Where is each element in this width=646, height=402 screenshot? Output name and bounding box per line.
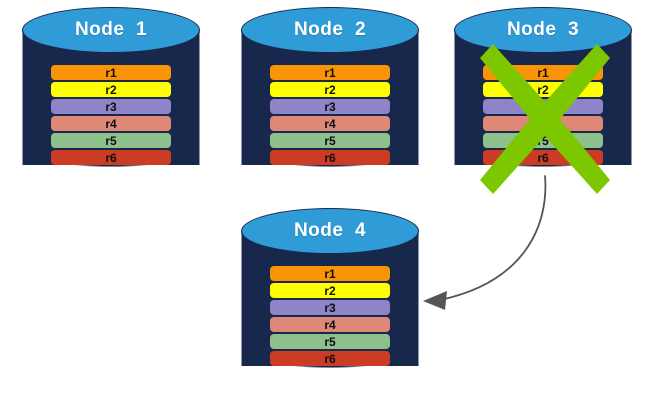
record-row[interactable]: r4 [51,116,171,131]
node-label: Node 3 [506,19,580,40]
node-1[interactable]: Node 1 r1 r2 r3 r4 r5 r6 [22,7,200,187]
record-row[interactable]: r4 [270,116,390,131]
record-label: r3 [324,300,336,315]
record-label: r1 [324,266,336,281]
record-row[interactable]: r5 [270,133,390,148]
record-row[interactable]: r2 [483,82,603,97]
record-row[interactable]: r6 [270,351,390,366]
node-label: Node 1 [74,19,148,40]
record-row[interactable]: r5 [51,133,171,148]
record-row[interactable]: r3 [270,99,390,114]
record-label: r5 [105,133,117,148]
record-label: r2 [324,82,336,97]
record-label: r2 [324,283,336,298]
record-label: r6 [324,150,336,165]
record-label: r2 [537,82,549,97]
record-label: r6 [537,150,549,165]
record-label: r4 [324,317,336,332]
migration-arrow-line [439,175,547,301]
record-label: r1 [324,65,336,80]
record-label: r6 [105,150,117,165]
record-row[interactable]: r1 [270,65,390,80]
record-row[interactable]: r2 [270,283,390,298]
record-label: r5 [324,334,336,349]
record-row[interactable]: r3 [51,99,171,114]
record-row[interactable]: r2 [51,82,171,97]
migration-arrow-icon [423,175,547,310]
record-list: r1 r2 r3 r4 r5 r6 [270,266,390,368]
node-4[interactable]: Node 4 r1 r2 r3 r4 r5 r6 [241,208,419,388]
record-label: r4 [537,116,549,131]
record-row[interactable]: r5 [483,133,603,148]
cylinder-top [241,7,419,53]
record-list: r1 r2 r3 r4 r5 r6 [483,65,603,167]
record-label: r3 [105,99,117,114]
record-row[interactable]: r3 [270,300,390,315]
record-list: r1 r2 r3 r4 r5 r6 [270,65,390,167]
record-label: r3 [324,99,336,114]
record-row[interactable]: r6 [270,150,390,165]
record-row[interactable]: r1 [270,266,390,281]
node-label: Node 4 [293,220,367,241]
record-label: r5 [537,133,549,148]
record-row[interactable]: r4 [483,116,603,131]
record-label: r1 [537,65,549,80]
record-row[interactable]: r5 [270,334,390,349]
record-row[interactable]: r1 [51,65,171,80]
record-row[interactable]: r3 [483,99,603,114]
record-label: r4 [105,116,117,131]
node-label: Node 2 [293,19,367,40]
record-label: r1 [105,65,117,80]
cylinder-top [22,7,200,53]
record-list: r1 r2 r3 r4 r5 r6 [51,65,171,167]
record-row[interactable]: r1 [483,65,603,80]
record-label: r3 [537,99,549,114]
record-row[interactable]: r2 [270,82,390,97]
record-label: r5 [324,133,336,148]
record-label: r4 [324,116,336,131]
record-row[interactable]: r4 [270,317,390,332]
cylinder-top [241,208,419,254]
record-row[interactable]: r6 [483,150,603,165]
node-3[interactable]: Node 3 r1 r2 r3 r4 r5 r6 [454,7,632,187]
migration-arrow-head [423,291,447,310]
record-label: r6 [324,351,336,366]
node-2[interactable]: Node 2 r1 r2 r3 r4 r5 r6 [241,7,419,187]
record-label: r2 [105,82,117,97]
record-row[interactable]: r6 [51,150,171,165]
